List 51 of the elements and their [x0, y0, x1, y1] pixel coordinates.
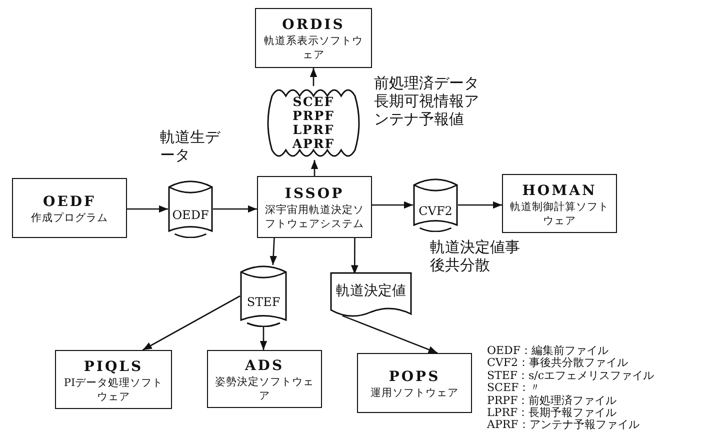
- title-text: POPS: [388, 369, 440, 386]
- description-text: 作成プログラム: [31, 211, 108, 225]
- definition-text: STEF：s/cエフェメリスファイル: [487, 370, 654, 382]
- annotation-text: 軌道生データ: [160, 128, 222, 164]
- software-box: [502, 174, 617, 233]
- description-text: PIデータ処理ソフトウェア: [62, 376, 164, 404]
- arrow: [351, 238, 358, 274]
- storage-cylinder: [168, 180, 213, 238]
- arrow: [372, 201, 413, 209]
- title-text: ADS: [244, 358, 284, 375]
- arrow: [270, 238, 277, 266]
- document-shape: [330, 272, 412, 318]
- software-box: [12, 178, 127, 238]
- title-text: HOMAN: [522, 182, 597, 200]
- arrow: [310, 160, 318, 176]
- definition-text: SCEF：〃: [487, 382, 541, 395]
- storage-cylinder: [413, 178, 458, 232]
- arrow: [127, 205, 168, 213]
- software-box: [357, 353, 472, 413]
- arrow: [260, 327, 268, 350]
- arrow: [213, 205, 257, 213]
- description-text: 軌道系表示ソフトウェア: [263, 34, 364, 62]
- file-name: CVF2: [418, 204, 452, 218]
- arrow: [310, 68, 318, 86]
- software-box: [207, 350, 322, 408]
- file-name: OEDF: [172, 208, 209, 222]
- definition-text: CVF2：事後共分散ファイル: [487, 357, 628, 370]
- title-text: OEDF: [43, 194, 96, 211]
- definition-text: LPRF：長期予報ファイル: [487, 407, 617, 419]
- annotation-text: 軌道決定値事後共分散: [430, 238, 520, 274]
- description-text: 運用ソフトウェア: [370, 386, 458, 400]
- annotation-text: 前処理済データ長期可視情報アンテナ予報値: [374, 74, 480, 128]
- definition-text: OEDF：編集前ファイル: [487, 345, 608, 357]
- description-text: 姿勢決定ソフトウェア: [214, 375, 315, 403]
- description-text: 深宇宙用軌道決定ソフトウェアシステム: [264, 203, 365, 231]
- file-name: SCEF PRPF LPRF APRF: [291, 95, 336, 151]
- description-text: 軌道制御計算ソフトウェア: [509, 200, 610, 228]
- arrow: [142, 295, 240, 351]
- definition-text: PRPF：前処理済ファイル: [487, 394, 617, 407]
- title-text: PIQLS: [84, 358, 144, 376]
- arrow: [342, 315, 438, 354]
- title-text: ISSOP: [284, 186, 344, 203]
- document-text: 軌道決定値: [336, 284, 406, 298]
- software-box: [55, 350, 172, 409]
- software-box: [255, 8, 372, 68]
- storage-cylinder: [240, 265, 287, 327]
- file-name: STEF: [246, 295, 280, 309]
- arrow: [458, 201, 502, 209]
- title-text: ORDIS: [282, 17, 345, 34]
- definition-text: APRF：アンテナ予報ファイル: [487, 419, 640, 432]
- software-box: [257, 176, 372, 238]
